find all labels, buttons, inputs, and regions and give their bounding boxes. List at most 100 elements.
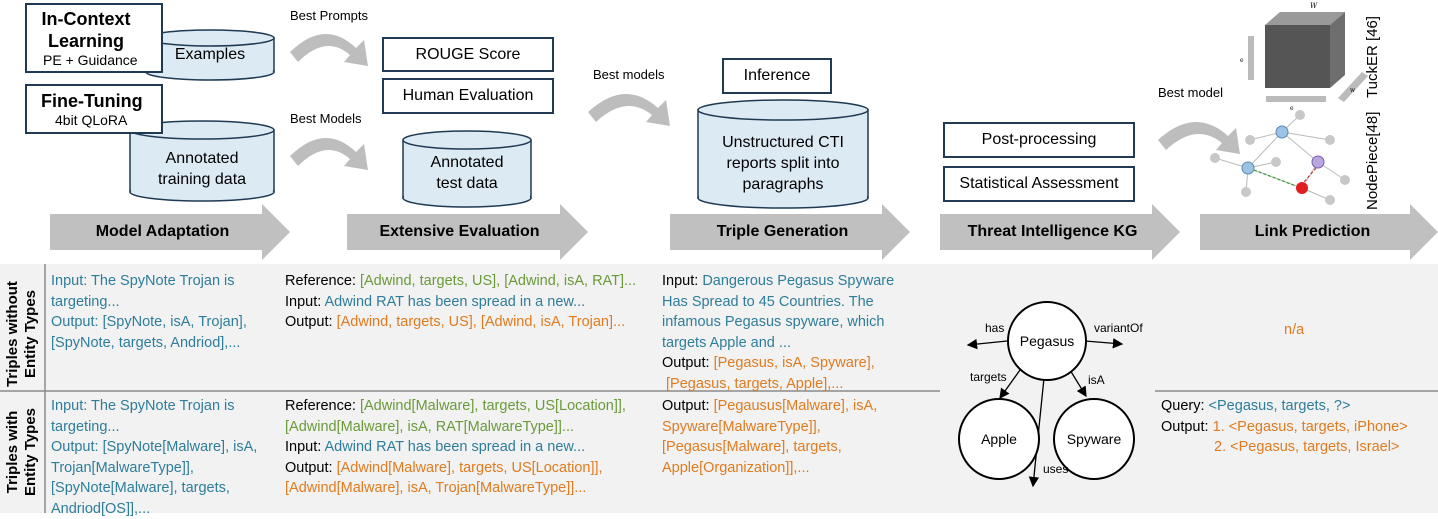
kg-edge-uses: uses: [1043, 462, 1069, 476]
arrow-label-best-models-2: Best models: [593, 67, 665, 82]
kg-node-apple: Apple: [958, 398, 1040, 480]
nodepiece-nodes: [1210, 110, 1350, 205]
statistical-assessment-box: Statistical Assessment: [943, 166, 1135, 202]
without-gen-output-line1: [Pegasus, isA, Spyware],: [713, 355, 875, 371]
stage-label-generation: Triple Generation: [716, 223, 849, 240]
stage-label-link: Link Prediction: [1254, 223, 1371, 240]
training-data-line1: Annotated: [165, 150, 239, 167]
with-eval-ref-line1: [Adwind[Malware], targets, US[Location]]…: [359, 398, 626, 414]
with-eval-output-line1: [Adwind[Malware], targets, US[Location]]…: [336, 459, 603, 476]
cti-line1: Unstructured CTI: [722, 134, 844, 151]
without-eval-output-label: Output:: [285, 314, 337, 330]
stage-arrow-link: [1200, 204, 1438, 260]
icl-title: In-Context Learning: [41, 9, 131, 51]
training-data-cylinder: Annotated training data: [130, 121, 274, 201]
kg-edge-isa: isA: [1088, 373, 1105, 387]
curved-arrow-model: [1158, 121, 1240, 154]
icl-subtitle: PE + Guidance: [43, 52, 138, 68]
row-label-with-line1: Triples with: [4, 410, 21, 494]
panel-lines: [0, 264, 1438, 513]
cti-line2: reports split into: [726, 155, 840, 172]
examples-panel: [0, 264, 1438, 513]
without-eval-input-label: Input:: [285, 293, 325, 310]
kg-node-pegasus: Pegasus: [1007, 301, 1087, 381]
with-link-query: <Pegasus, targets, ?>: [1208, 398, 1351, 414]
nodepiece-label: NodePiece[48]: [1364, 111, 1381, 210]
cti-line3: paragraphs: [742, 176, 824, 193]
without-eval-output: [Adwind, targets, US], [Adwind, isA, Tro…: [336, 314, 626, 330]
stage-arrow-evaluation: [347, 204, 588, 260]
post-processing-box: Post-processing: [943, 122, 1135, 158]
arrow-label-best-prompts: Best Prompts: [290, 8, 369, 23]
svg-text:w: w: [1350, 87, 1356, 94]
without-gen-input-line4: targets Apple and ...: [662, 334, 791, 351]
stage-arrow-kg: [940, 204, 1180, 260]
stage-label-adaptation: Model Adaptation: [95, 223, 230, 240]
examples-label: Examples: [174, 46, 246, 63]
without-gen-input-label: Input:: [662, 273, 703, 289]
without-gen-input-line3: infamous Pegasus spyware, which: [662, 314, 885, 330]
without-eval-input: Adwind RAT has been spread in a new...: [324, 293, 586, 310]
stage-label-evaluation: Extensive Evaluation: [379, 223, 540, 240]
icl-box: In-Context Learning PE + Guidance: [25, 3, 163, 73]
without-adaptation-cell: Input: The SpyNote Trojan is targeting..…: [51, 271, 281, 353]
nodepiece-highlight-edges: [1253, 167, 1317, 187]
cti-cylinder: Unstructured CTI reports split into para…: [698, 100, 868, 208]
without-adapt-input-line1: Input: The SpyNote Trojan is: [51, 273, 235, 289]
rouge-score-box: ROUGE Score: [382, 37, 554, 72]
curved-arrow-models-1: [290, 137, 368, 170]
without-gen-input-line2: Has Spread to 45 Countries. The: [662, 293, 874, 310]
svg-text:e: e: [1290, 105, 1294, 112]
stage-arrow-adaptation: [50, 204, 290, 260]
svg-text:W: W: [1310, 2, 1318, 10]
kg-node-spyware: Spyware: [1053, 398, 1135, 480]
arrow-label-best-models-1: Best Models: [290, 111, 362, 126]
stage-label-kg: Threat Intelligence KG: [967, 223, 1138, 240]
with-adaptation-cell: Input: The SpyNote Trojan is targeting..…: [51, 398, 258, 517]
row-label-without-line1: Triples without: [4, 281, 21, 387]
tucker-label: TuckER [46]: [1364, 16, 1381, 98]
test-data-line1: Annotated: [430, 154, 504, 171]
curved-arrow-models-2: [588, 93, 670, 126]
without-link-na: n/a: [1284, 322, 1305, 338]
with-link-output-2: 2. <Pegasus, targets, Israel>: [1214, 439, 1400, 455]
row-label-with: Triples with Entity Types: [4, 394, 40, 510]
with-generation-cell: Output: [Pegausus[Malware], isA, Spyware…: [662, 398, 878, 476]
cylinder-examples: [145, 29, 275, 81]
without-generation-cell: Input: Dangerous Pegasus Spyware Has Spr…: [662, 271, 932, 394]
without-adapt-input-line2: targeting...: [51, 293, 120, 310]
finetuning-subtitle: 4bit QLoRA: [55, 111, 128, 128]
with-eval-output-line2: [Adwind[Malware], isA, Trojan[MalwareTyp…: [285, 480, 587, 496]
finetuning-box: Fine-Tuning 4bit QLoRA: [25, 84, 163, 134]
cylinder-cti: [697, 99, 869, 209]
stage-arrows: W e e w: [50, 2, 1438, 260]
row-label-with-line2: Entity Types: [22, 407, 39, 497]
with-eval-ref-line2: [Adwind[Malware], isA, RAT[MalwareType]]…: [285, 418, 575, 435]
without-evaluation-cell: Reference: [Adwind, targets, US], [Adwin…: [285, 271, 665, 333]
tucker-cube-illustration: W e e w: [1240, 2, 1368, 112]
without-eval-ref: [Adwind, targets, US], [Adwind, isA, RAT…: [359, 273, 637, 289]
human-evaluation-box: Human Evaluation: [382, 78, 554, 114]
with-evaluation-cell: Reference: [Adwind[Malware], targets, US…: [285, 396, 665, 499]
arrow-label-best-model: Best model: [1158, 85, 1224, 100]
training-data-line2: training data: [157, 171, 247, 188]
test-data-line2: test data: [436, 175, 498, 192]
without-gen-output-line2: [Pegasus, targets, Apple],...: [662, 375, 844, 392]
kg-edge-variantof: variantOf: [1094, 321, 1143, 335]
with-link-output-1: 1. <Pegasus, targets, iPhone>: [1212, 418, 1408, 435]
finetuning-title: Fine-Tuning: [41, 90, 143, 111]
without-adapt-output-line1: Output: [SpyNote, isA, Trojan],: [51, 314, 247, 330]
test-data-cylinder: Annotated test data: [403, 131, 531, 206]
inference-box: Inference: [722, 58, 832, 94]
examples-cylinder: Examples: [146, 30, 274, 80]
with-eval-input: Adwind RAT has been spread in a new...: [324, 439, 586, 455]
without-gen-output-label: Output:: [662, 355, 714, 371]
cylinder-test: [402, 130, 532, 208]
row-label-without-line2: Entity Types: [22, 289, 39, 379]
without-adapt-output-line2: [SpyNote, targets, Andriod],...: [51, 334, 241, 351]
with-link-cell: Query: <Pegasus, targets, ?> Output: 1. …: [1161, 396, 1431, 458]
without-gen-input-line1: Dangerous Pegasus Spyware: [702, 273, 895, 289]
curved-arrow-prompts: [290, 33, 368, 66]
row-label-without: Triples without Entity Types: [4, 272, 40, 396]
svg-text:e: e: [1240, 57, 1244, 64]
